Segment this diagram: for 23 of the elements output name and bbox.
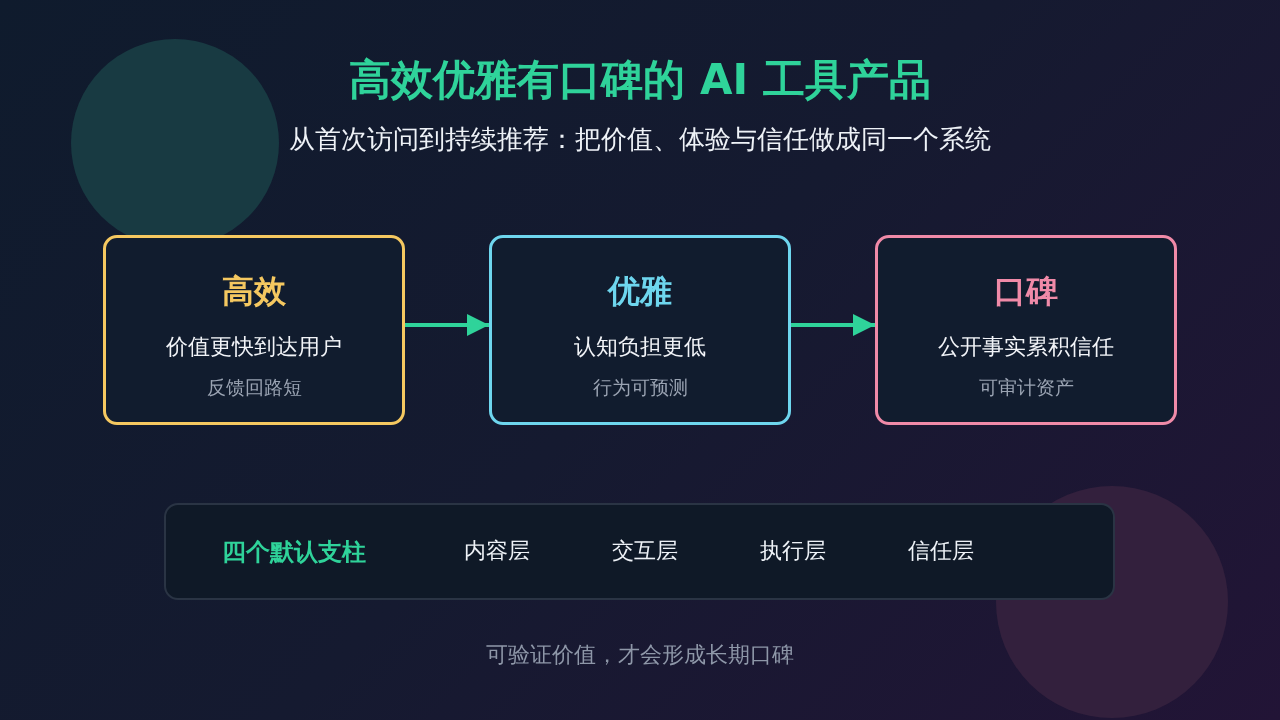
caption: 可验证价值，才会形成长期口碑 [485,641,795,669]
title: 高效优雅有口碑的 AI 工具产品 [348,54,932,106]
card-note: 行为可预测 [591,376,689,399]
card-note: 可审计资产 [977,376,1075,399]
card-heading: 高效 [221,272,287,311]
card-text: 认知负担更低 [573,334,707,361]
pillar-heading: 四个默认支柱 [222,538,366,567]
card-note: 反馈回路短 [205,376,303,399]
process-box [489,235,791,425]
card-text: 公开事实累积信任 [937,334,1115,361]
process-box [875,235,1177,425]
pillar-bar [164,503,1115,600]
arrow [791,314,875,336]
subtitle: 从首次访问到持续推荐：把价值、体验与信任做成同一个系统 [288,123,992,156]
card-heading: 口碑 [993,272,1059,311]
layer-label: 信任层 [908,538,974,565]
arrow [405,314,489,336]
card-heading: 优雅 [606,272,673,311]
layer-label: 执行层 [760,538,826,565]
layer-label: 内容层 [464,538,530,565]
process-box [103,235,405,425]
card-text: 价值更快到达用户 [165,334,343,361]
layer-label: 交互层 [612,538,678,565]
